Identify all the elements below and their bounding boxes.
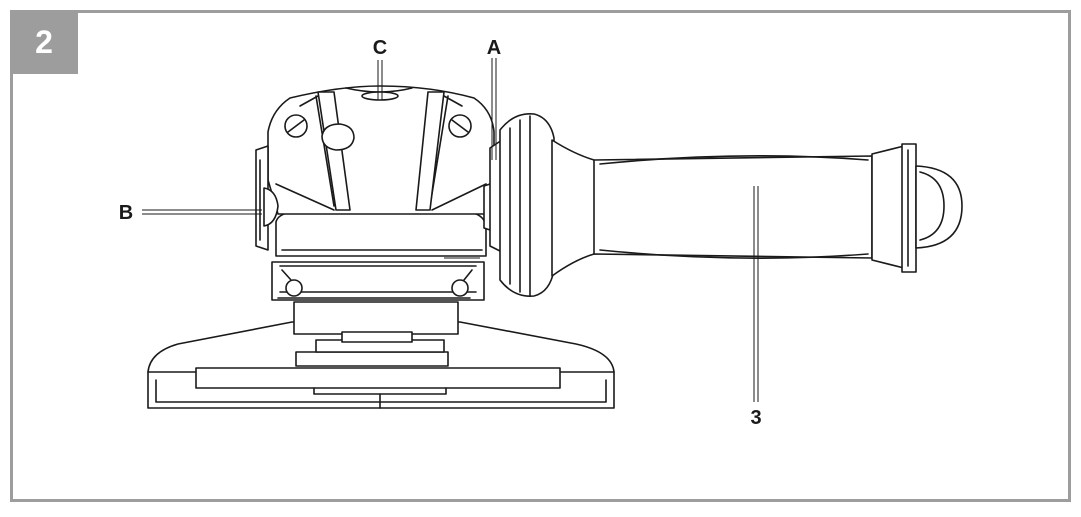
side-handle (551, 139, 963, 277)
gear-head-upper (255, 85, 495, 257)
callout-label-b: B (119, 202, 133, 224)
gear-head-lower (271, 257, 485, 301)
figure-number-badge: 2 (10, 10, 78, 74)
callout-label-handle: 3 (750, 407, 761, 429)
base-plate (147, 321, 615, 409)
callout-label-c: C (373, 37, 387, 59)
callout-label-a: A (487, 37, 501, 59)
spindle-collar (293, 301, 459, 343)
leader-lines (142, 58, 759, 402)
handle-mount (483, 113, 555, 297)
